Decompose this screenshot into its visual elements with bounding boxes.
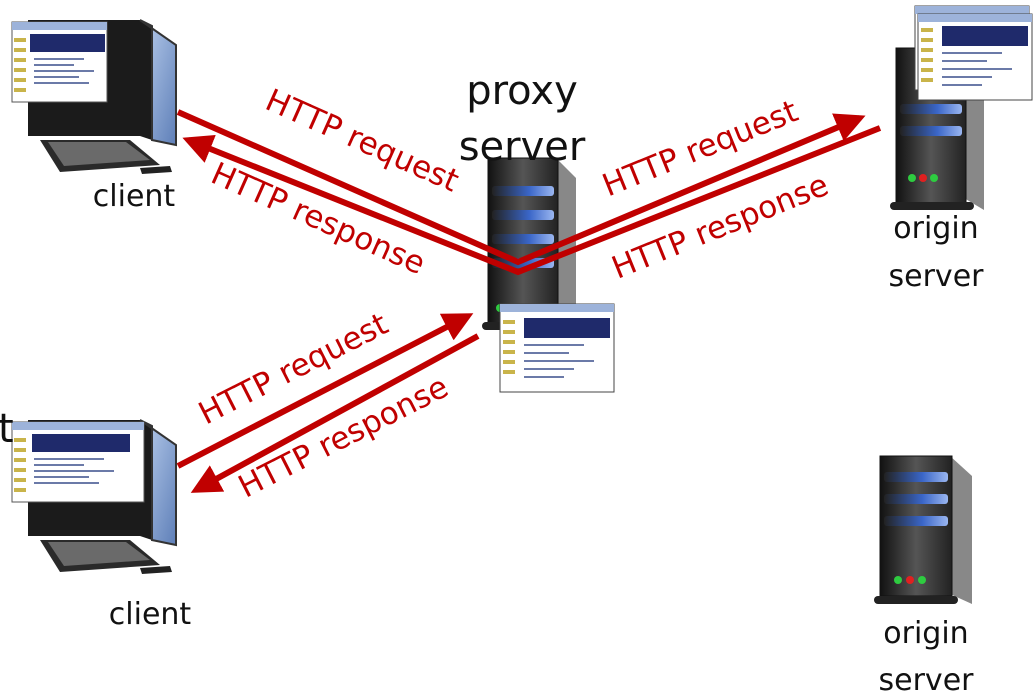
arrow-top-right-response: [182, 125, 882, 276]
arrow-top-left-request: [176, 109, 866, 266]
client-bottom-computer-icon: [11, 419, 177, 574]
client-top-computer-icon: [11, 19, 177, 174]
label-origin-top-line1: origin: [893, 211, 978, 246]
label-proxy-line2: server: [459, 124, 586, 170]
label-edge-fragment: t: [0, 406, 14, 452]
label-origin-top-line2: server: [889, 259, 985, 294]
label-client-top: client: [93, 179, 176, 214]
arrow-bottom-left-response: [190, 333, 480, 493]
label-client-bottom: client: [109, 597, 192, 632]
origin-webpage-thumbnail: [917, 13, 1033, 101]
label-origin-bottom-line1: origin: [883, 616, 968, 651]
arrow-bottom-left-request: [176, 313, 474, 469]
label-proxy-line1: proxy: [466, 68, 578, 114]
proxy-webpage-thumbnail: [499, 303, 615, 393]
label-origin-bottom-line2: server: [879, 663, 975, 696]
origin-server-bottom-icon: [874, 455, 972, 604]
